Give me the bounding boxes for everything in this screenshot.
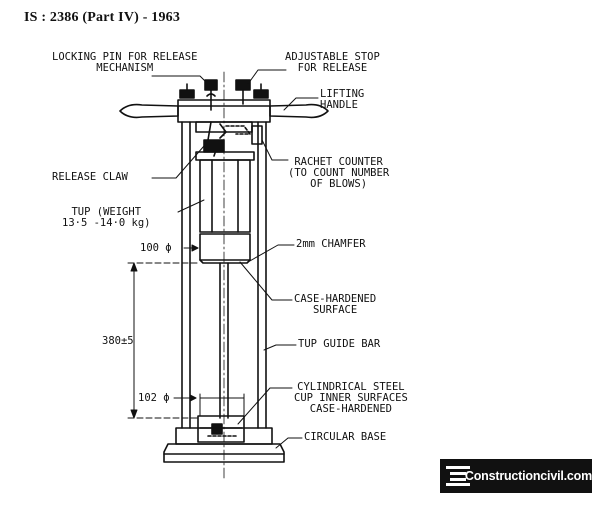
rachet-counter	[251, 125, 263, 145]
leader-lines	[151, 69, 319, 449]
watermark-text: Constructioncivil.com	[464, 469, 592, 483]
label-release-claw: RELEASE CLAW	[52, 171, 128, 183]
top-nuts	[179, 83, 269, 99]
dim-drop-height	[127, 262, 201, 419]
label-adjustable-stop: ADJUSTABLE STOP FOR RELEASE	[285, 51, 380, 74]
dim-label-cup-diameter: 102 ϕ	[138, 392, 170, 404]
label-locking-pin: LOCKING PIN FOR RELEASE MECHANISM	[52, 51, 198, 74]
adjustable-stop	[235, 79, 251, 105]
guide-bars	[181, 121, 267, 429]
label-lifting-handle: LIFTING HANDLE	[320, 88, 365, 111]
dim-label-tup-diameter: 100 ϕ	[140, 242, 172, 254]
standard-reference: IS : 2386 (Part IV) - 1963	[24, 10, 181, 25]
dim-cup-diameter	[173, 393, 245, 417]
dim-label-drop-height: 380±5	[102, 335, 134, 347]
label-case-hardened: CASE-HARDENED SURFACE	[294, 293, 377, 316]
label-rachet-counter: RACHET COUNTER (TO COUNT NUMBER OF BLOWS…	[288, 156, 390, 190]
watermark-logo: Constructioncivil.com	[440, 459, 592, 493]
label-tup: TUP (WEIGHT 13·5 -14·0 kg)	[62, 206, 151, 229]
label-chamfer: 2mm CHAMFER	[296, 238, 366, 250]
label-tup-guide-bar: TUP GUIDE BAR	[298, 338, 381, 350]
label-circular-base: CIRCULAR BASE	[304, 431, 387, 443]
cylindrical-cup	[197, 415, 245, 443]
tup	[195, 151, 255, 264]
logo-icon	[446, 466, 470, 486]
label-cylindrical-cup: CYLINDRICAL STEEL CUP INNER SURFACES CAS…	[294, 381, 408, 415]
circular-base	[163, 427, 285, 463]
dim-tup-diameter	[127, 244, 201, 264]
guide-rod	[219, 262, 229, 419]
